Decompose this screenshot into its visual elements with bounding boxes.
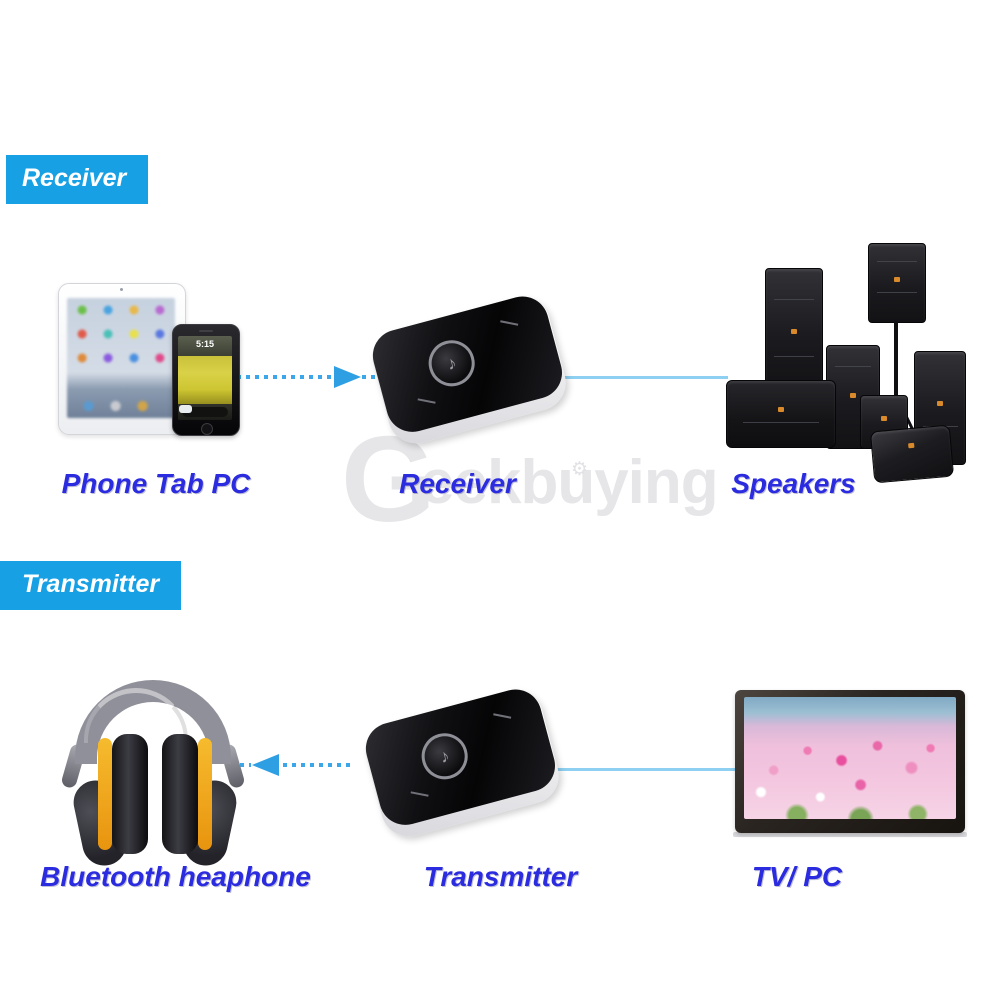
phone-earpiece <box>199 330 213 332</box>
tablet-image <box>58 283 186 435</box>
speaker-logo <box>894 276 900 282</box>
speaker-logo <box>778 407 784 413</box>
headphones-image <box>60 676 255 870</box>
headphone-label: Bluetooth heaphone <box>40 861 311 892</box>
earcup-orange-stripe <box>98 738 112 850</box>
subwoofer <box>726 380 836 448</box>
watermark-logo-text: eekbuying <box>420 448 719 517</box>
phone-clock: 5:15 <box>178 336 232 356</box>
phone-slider-area <box>178 404 232 420</box>
speakers-image <box>720 238 970 484</box>
speaker-logo <box>791 328 797 334</box>
indicator-mark <box>410 791 429 797</box>
music-button: ♪ <box>423 334 480 392</box>
phone-image: 5:15 <box>172 324 240 436</box>
tv-image <box>735 690 965 833</box>
earcup-front <box>162 734 198 854</box>
music-note-icon: ♪ <box>444 352 459 374</box>
arrow-left-icon <box>252 754 279 776</box>
transmitter-device-label: Transmitter <box>423 861 578 892</box>
transmitter-device-top: ♪ <box>360 683 561 831</box>
tv-screen <box>744 697 956 819</box>
speaker-logo <box>937 401 943 407</box>
phone-slider-knob <box>179 405 192 413</box>
tablet-camera-dot <box>120 288 123 291</box>
transmitter-flow-dotted-head <box>231 763 251 767</box>
music-button: ♪ <box>416 727 473 785</box>
source-label: Phone Tab PC <box>61 468 251 499</box>
indicator-mark <box>493 713 512 719</box>
music-note-icon: ♪ <box>437 745 452 767</box>
phone-slider-track <box>182 407 228 417</box>
indicator-mark <box>500 320 519 326</box>
receiver-device-image: ♪ <box>366 290 572 450</box>
phone-lockscreen: 5:15 <box>178 336 232 420</box>
arrow-right-icon <box>334 366 361 388</box>
receiver-flow-dotted-line <box>237 375 333 379</box>
transmitter-device-image: ♪ <box>359 683 565 843</box>
receiver-device-label: Receiver <box>399 468 516 499</box>
receiver-flow-dotted-tail <box>362 375 375 379</box>
wedge-monitor <box>869 424 955 484</box>
receiver-device-top: ♪ <box>367 290 568 438</box>
speaker-logo <box>850 392 856 398</box>
transmitter-section-badge: Transmitter <box>0 561 182 610</box>
speaker-logo <box>881 415 887 421</box>
phone-wallpaper <box>178 356 232 404</box>
earcup-front <box>112 734 148 854</box>
earcup-orange-stripe <box>198 738 212 850</box>
speaker-logo <box>908 442 915 449</box>
tv-to-transmitter-line <box>545 768 738 771</box>
tall-speaker <box>765 268 823 394</box>
gear-icon: ⚙ <box>571 459 589 480</box>
indicator-mark <box>417 398 436 404</box>
receiver-section-badge: Receiver <box>6 155 149 204</box>
transmitter-flow-dotted-line <box>283 763 353 767</box>
speaker-stand-pole <box>894 321 898 423</box>
speakers-label: Speakers <box>731 468 856 499</box>
speaker-on-stand <box>868 243 926 323</box>
tv-pc-label: TV/ PC <box>751 861 843 892</box>
tv-stand-base <box>733 832 967 837</box>
tablet-screen <box>67 298 175 418</box>
receiver-to-speakers-line <box>552 376 728 379</box>
phone-home-button <box>201 423 213 435</box>
